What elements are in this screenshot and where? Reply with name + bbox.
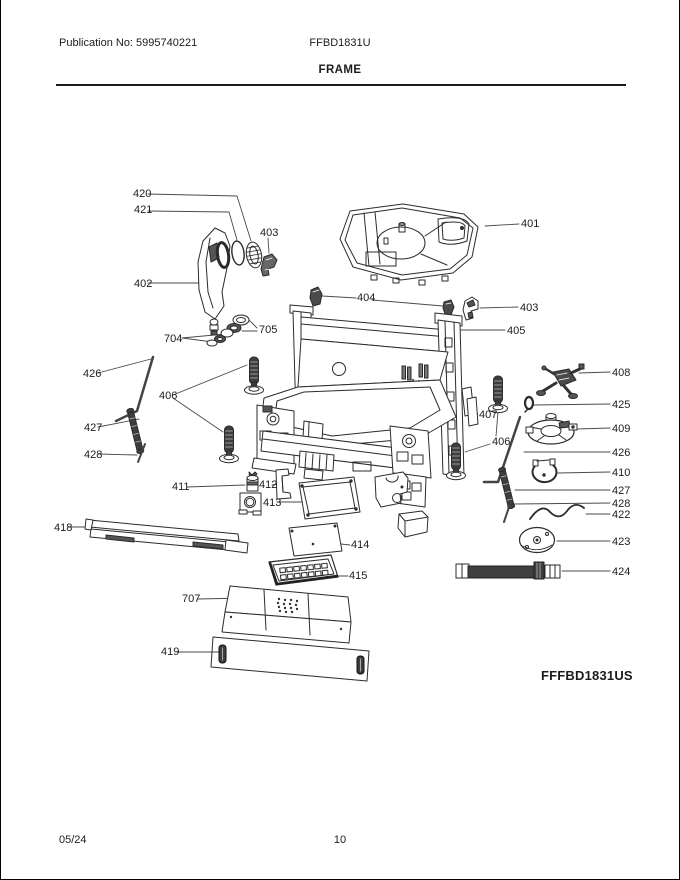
footer-page-number: 10 [333, 834, 347, 846]
callout-423: 423 [612, 536, 631, 548]
callout-411: 411 [172, 481, 190, 493]
callout-414: 414 [351, 539, 370, 551]
callout-413: 413 [263, 497, 282, 509]
footer-date: 05/24 [59, 834, 87, 846]
part-401-base-pan [339, 203, 479, 286]
part-707-toe-panel [221, 585, 352, 644]
part-420-421-seal-rings [215, 240, 263, 269]
callout-412: 412 [259, 479, 278, 491]
part-428-pins [137, 443, 511, 523]
callout-421: 421 [134, 204, 153, 216]
part-422-wire [529, 504, 585, 520]
part-405-main-frame [251, 304, 465, 508]
callout-419: 419 [161, 646, 180, 658]
callout-418: 418 [54, 522, 73, 534]
part-403-clip-top [260, 253, 278, 277]
callout-407: 407 [479, 409, 498, 421]
callout-427: 427 [84, 422, 103, 434]
section-title: FRAME [318, 64, 362, 76]
part-424-hose [455, 561, 561, 580]
callout-427: 427 [612, 485, 631, 497]
callout-425: 425 [612, 399, 631, 411]
publication-number: Publication No: 5995740221 [59, 37, 198, 49]
part-426-support-rods [114, 355, 522, 484]
part-412-bracket [275, 468, 292, 500]
part-415-grille [268, 554, 339, 586]
callout-405: 405 [507, 325, 526, 337]
callout-406: 406 [159, 390, 178, 402]
model-variant-label: FFFBD1831US [541, 668, 633, 683]
part-403-clip-right [462, 296, 479, 321]
part-414-panel [288, 522, 343, 557]
callout-428: 428 [612, 498, 631, 510]
part-409-pump-flange [525, 413, 578, 445]
callout-428: 428 [84, 449, 103, 461]
callout-406: 406 [492, 436, 511, 448]
leader-lines [67, 193, 611, 653]
callout-705: 705 [259, 324, 278, 336]
part-416-bracket [374, 471, 409, 508]
part-427-spring-rods [126, 407, 516, 510]
header-rule [56, 84, 626, 86]
callout-409: 409 [612, 423, 631, 435]
part-407-bracket [461, 386, 479, 427]
callout-403: 403 [260, 227, 279, 239]
part-425-clip [523, 395, 535, 413]
part-404-clips [309, 286, 455, 316]
callout-403: 403 [520, 302, 539, 314]
part-423-disc [518, 526, 556, 554]
callout-402: 402 [134, 278, 153, 290]
part-411-valve [238, 471, 262, 516]
callout-422: 422 [612, 509, 631, 521]
part-419-screws-panel [210, 636, 370, 682]
callout-424: 424 [612, 566, 631, 578]
callout-426: 426 [83, 368, 102, 380]
part-418-rail [84, 518, 249, 554]
callout-704: 704 [164, 333, 183, 345]
model-number: FFBD1831U [309, 37, 371, 49]
callout-408: 408 [612, 367, 631, 379]
callout-404: 404 [357, 292, 376, 304]
part-417-bracket [397, 510, 429, 538]
part-410-clamp [531, 458, 558, 484]
part-704-705-washers [206, 314, 250, 347]
part-408-mount-assembly [536, 363, 585, 399]
callout-415: 415 [349, 570, 368, 582]
callout-707: 707 [182, 593, 201, 605]
callout-426: 426 [612, 447, 631, 459]
part-413-frame-plate [298, 476, 361, 520]
callout-420: 420 [133, 188, 152, 200]
part-406-leveling-legs [219, 356, 508, 481]
callout-401: 401 [521, 218, 540, 230]
callout-410: 410 [612, 467, 631, 479]
